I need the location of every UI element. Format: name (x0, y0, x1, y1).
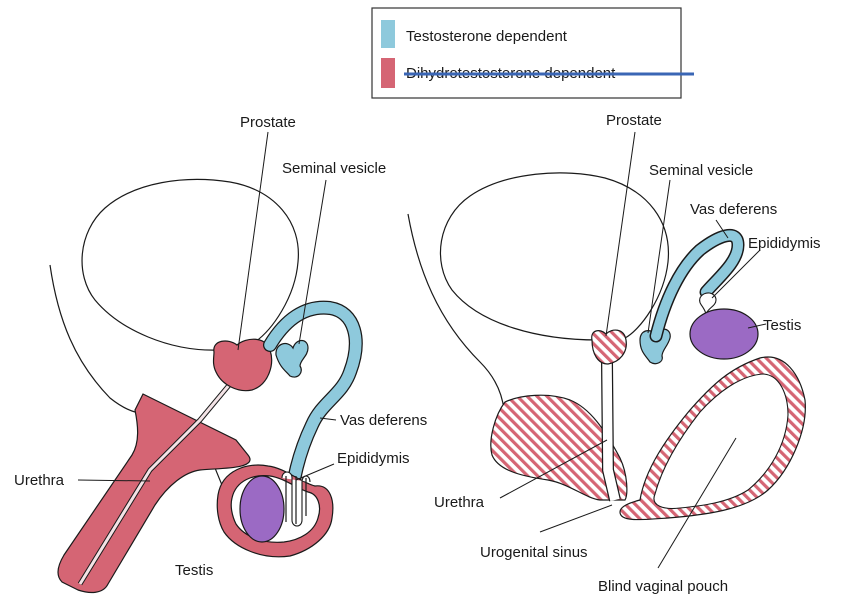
legend: Testosterone dependent Dihydrotestostero… (372, 8, 694, 98)
female-label-urethra: Urethra (434, 494, 485, 511)
female-prostate (592, 330, 627, 364)
female-label-vas-deferens: Vas deferens (690, 201, 777, 218)
female-urethra-tube-inner (607, 362, 615, 500)
male-label-vas-deferens: Vas deferens (340, 412, 427, 429)
male-body-outline (50, 265, 135, 412)
female-urogenital-sinus-leader (540, 505, 612, 532)
male-label-testis: Testis (175, 562, 213, 579)
male-label-seminal-vesicle: Seminal vesicle (282, 160, 386, 177)
legend-label-testosterone: Testosterone dependent (406, 28, 568, 45)
female-label-epididymis: Epididymis (748, 235, 821, 252)
male-seminal-vesicle (276, 341, 308, 378)
male-label-epididymis: Epididymis (337, 450, 410, 467)
female-label-seminal-vesicle: Seminal vesicle (649, 162, 753, 179)
legend-box (372, 8, 681, 98)
female-label-prostate: Prostate (606, 112, 662, 129)
male-seminal-vesicle-leader (299, 180, 326, 344)
male-label-urethra: Urethra (14, 472, 65, 489)
male-bladder (82, 179, 298, 350)
male-diagram: Prostate Seminal vesicle Vas deferens Ep… (14, 114, 427, 592)
male-prostate-leader (238, 132, 268, 350)
female-label-testis: Testis (763, 317, 801, 334)
female-diagram: Prostate Seminal vesicle Vas deferens Ep… (408, 112, 821, 595)
male-label-prostate: Prostate (240, 114, 296, 131)
female-testis (690, 309, 758, 359)
female-label-urogenital-sinus: Urogenital sinus (480, 544, 588, 561)
female-label-blind-vaginal-pouch: Blind vaginal pouch (598, 578, 728, 595)
female-prostate-leader (606, 132, 635, 336)
legend-swatch-testosterone (381, 20, 395, 48)
female-body-outline (408, 214, 504, 410)
legend-swatch-dht (381, 58, 395, 88)
female-bladder (440, 173, 668, 340)
male-prostate (214, 339, 272, 390)
male-testis (240, 476, 284, 542)
